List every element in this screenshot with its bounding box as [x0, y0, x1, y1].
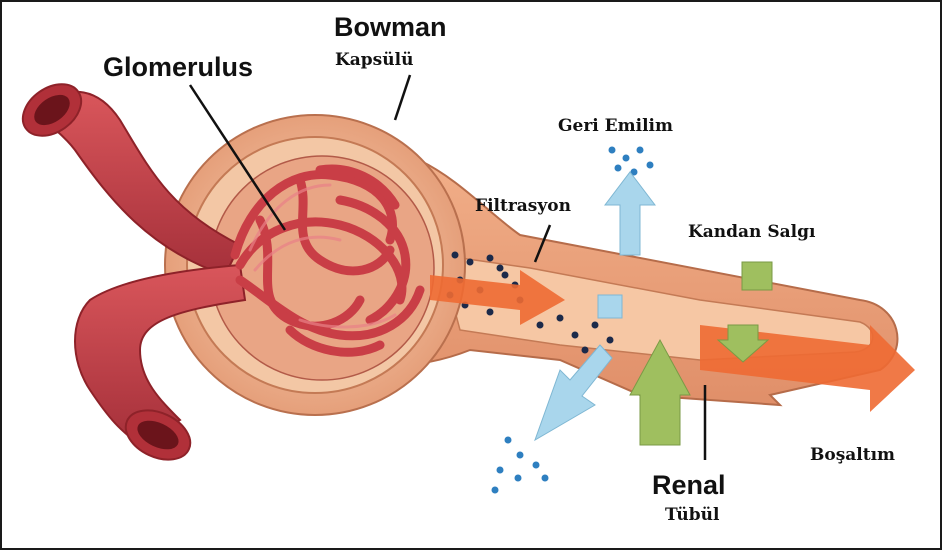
glomerulus-label: Glomerulus — [103, 52, 253, 83]
bowman-sub-label: Kapsülü — [335, 50, 413, 70]
bowman-leader-line — [395, 75, 410, 120]
renal-label: Renal — [652, 470, 726, 501]
bowman-label: Bowman — [334, 12, 447, 43]
secretion-block-top — [742, 262, 772, 290]
geri-emilim-label: Geri Emilim — [558, 116, 673, 136]
reabsorption-arrow-up — [605, 172, 655, 255]
reabsorption-square — [598, 295, 622, 318]
filtrasyon-label: Filtrasyon — [475, 196, 571, 216]
kandan-salgi-label: Kandan Salgı — [688, 222, 815, 242]
renal-sub-label: Tübül — [665, 505, 719, 525]
reabsorbed-particles-top — [609, 147, 654, 176]
bosaltim-label: Boşaltım — [810, 445, 895, 465]
reabsorbed-particles-bottom — [492, 437, 549, 494]
